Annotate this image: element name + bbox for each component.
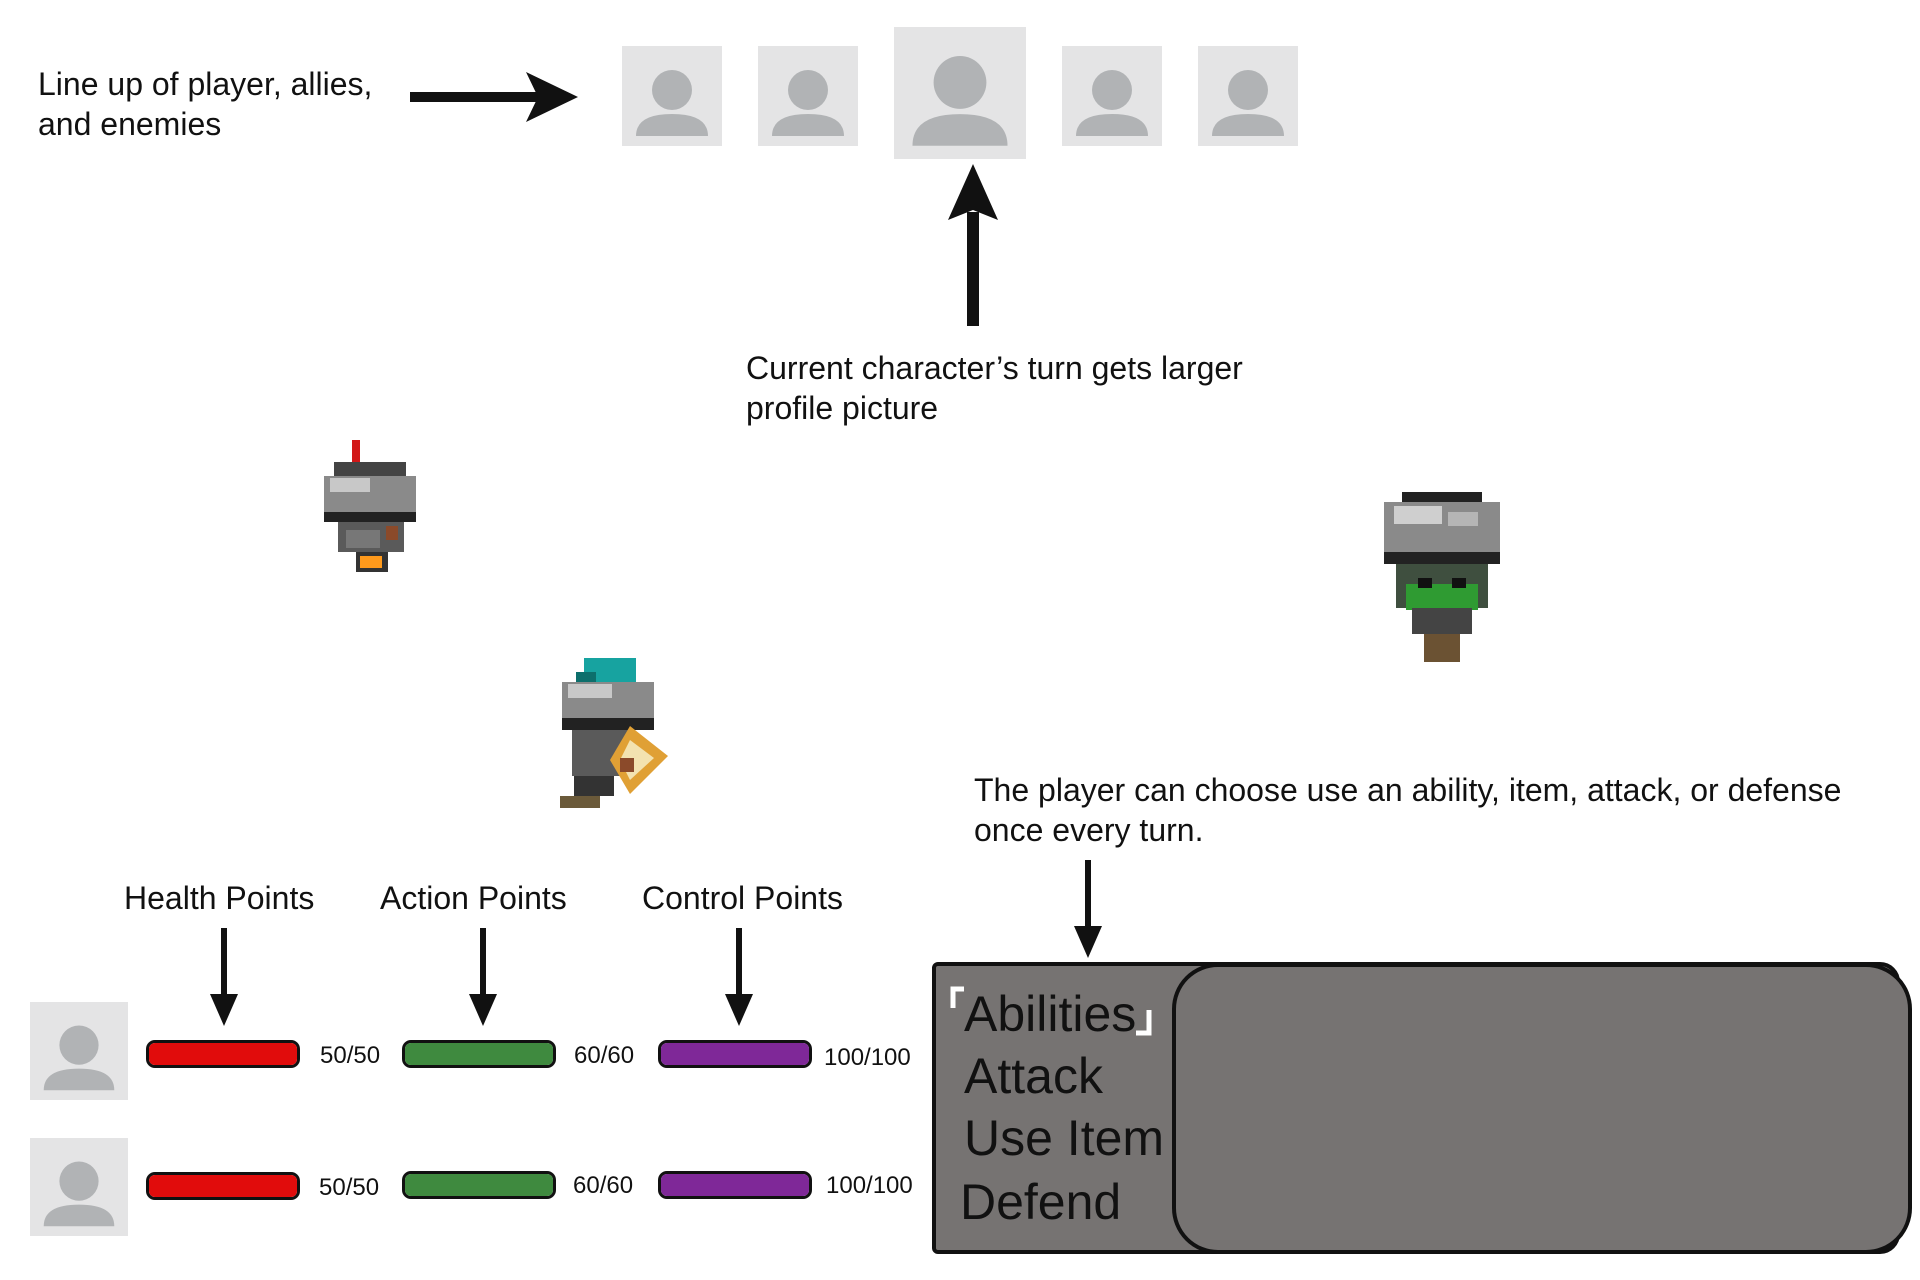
action-value: 60/60 (574, 1042, 635, 1069)
health-fill (149, 1175, 297, 1197)
person-icon (1076, 70, 1148, 136)
selection-corner-icon (1136, 1010, 1152, 1036)
menu-item-use-item[interactable]: Use Item (964, 1110, 1165, 1166)
ally-mage-sprite[interactable] (556, 656, 676, 812)
control-fill (661, 1043, 809, 1065)
action-value: 60/60 (573, 1172, 634, 1199)
action-fill (405, 1174, 553, 1196)
menu-item-abilities[interactable]: Abilities (964, 986, 1137, 1042)
right-arrow-icon (410, 72, 578, 122)
control-points-label: Control Points (642, 880, 843, 916)
turn-portrait-4[interactable] (1062, 46, 1162, 146)
control-fill (661, 1174, 809, 1196)
person-icon (772, 70, 844, 136)
control-bar (658, 1171, 812, 1199)
turn-portrait-1[interactable] (622, 46, 722, 146)
current-turn-note: Current character’s turn gets larger pro… (746, 350, 1243, 426)
turn-portrait-2[interactable] (758, 46, 858, 146)
choose-action-note: The player can choose use an ability, it… (974, 772, 1842, 848)
selection-corner-icon (950, 986, 964, 1008)
down-arrow-icon (469, 928, 497, 1026)
ally-knight-sprite[interactable] (316, 438, 424, 578)
person-icon (43, 1025, 115, 1091)
down-arrow-icon (210, 928, 238, 1026)
health-points-label: Health Points (124, 880, 315, 916)
control-bar (658, 1040, 812, 1068)
enemy-goblin-sprite[interactable] (1378, 492, 1506, 664)
action-bar (402, 1171, 556, 1199)
person-icon (636, 70, 708, 136)
turn-portrait-5[interactable] (1198, 46, 1298, 146)
down-arrow-icon (725, 928, 753, 1026)
turn-portrait-current[interactable] (894, 27, 1026, 159)
person-icon (43, 1161, 115, 1227)
lineup-note: Line up of player, allies, and enemies (38, 66, 373, 142)
health-bar (146, 1172, 300, 1200)
health-value: 50/50 (320, 1042, 381, 1069)
menu-item-attack[interactable]: Attack (964, 1048, 1103, 1104)
control-value: 100/100 (826, 1172, 913, 1199)
action-points-label: Action Points (380, 880, 567, 916)
person-icon (912, 56, 1008, 146)
party-portrait[interactable] (30, 1002, 128, 1100)
party-portrait[interactable] (30, 1138, 128, 1236)
down-arrow-icon (1074, 860, 1102, 958)
control-value: 100/100 (824, 1044, 911, 1071)
action-fill (405, 1043, 553, 1065)
health-value: 50/50 (319, 1174, 380, 1201)
command-detail-panel (1172, 963, 1912, 1254)
person-icon (1212, 70, 1284, 136)
up-arrow-icon (948, 164, 998, 326)
action-bar (402, 1040, 556, 1068)
health-bar (146, 1040, 300, 1068)
health-fill (149, 1043, 297, 1065)
menu-item-defend[interactable]: Defend (960, 1174, 1122, 1230)
